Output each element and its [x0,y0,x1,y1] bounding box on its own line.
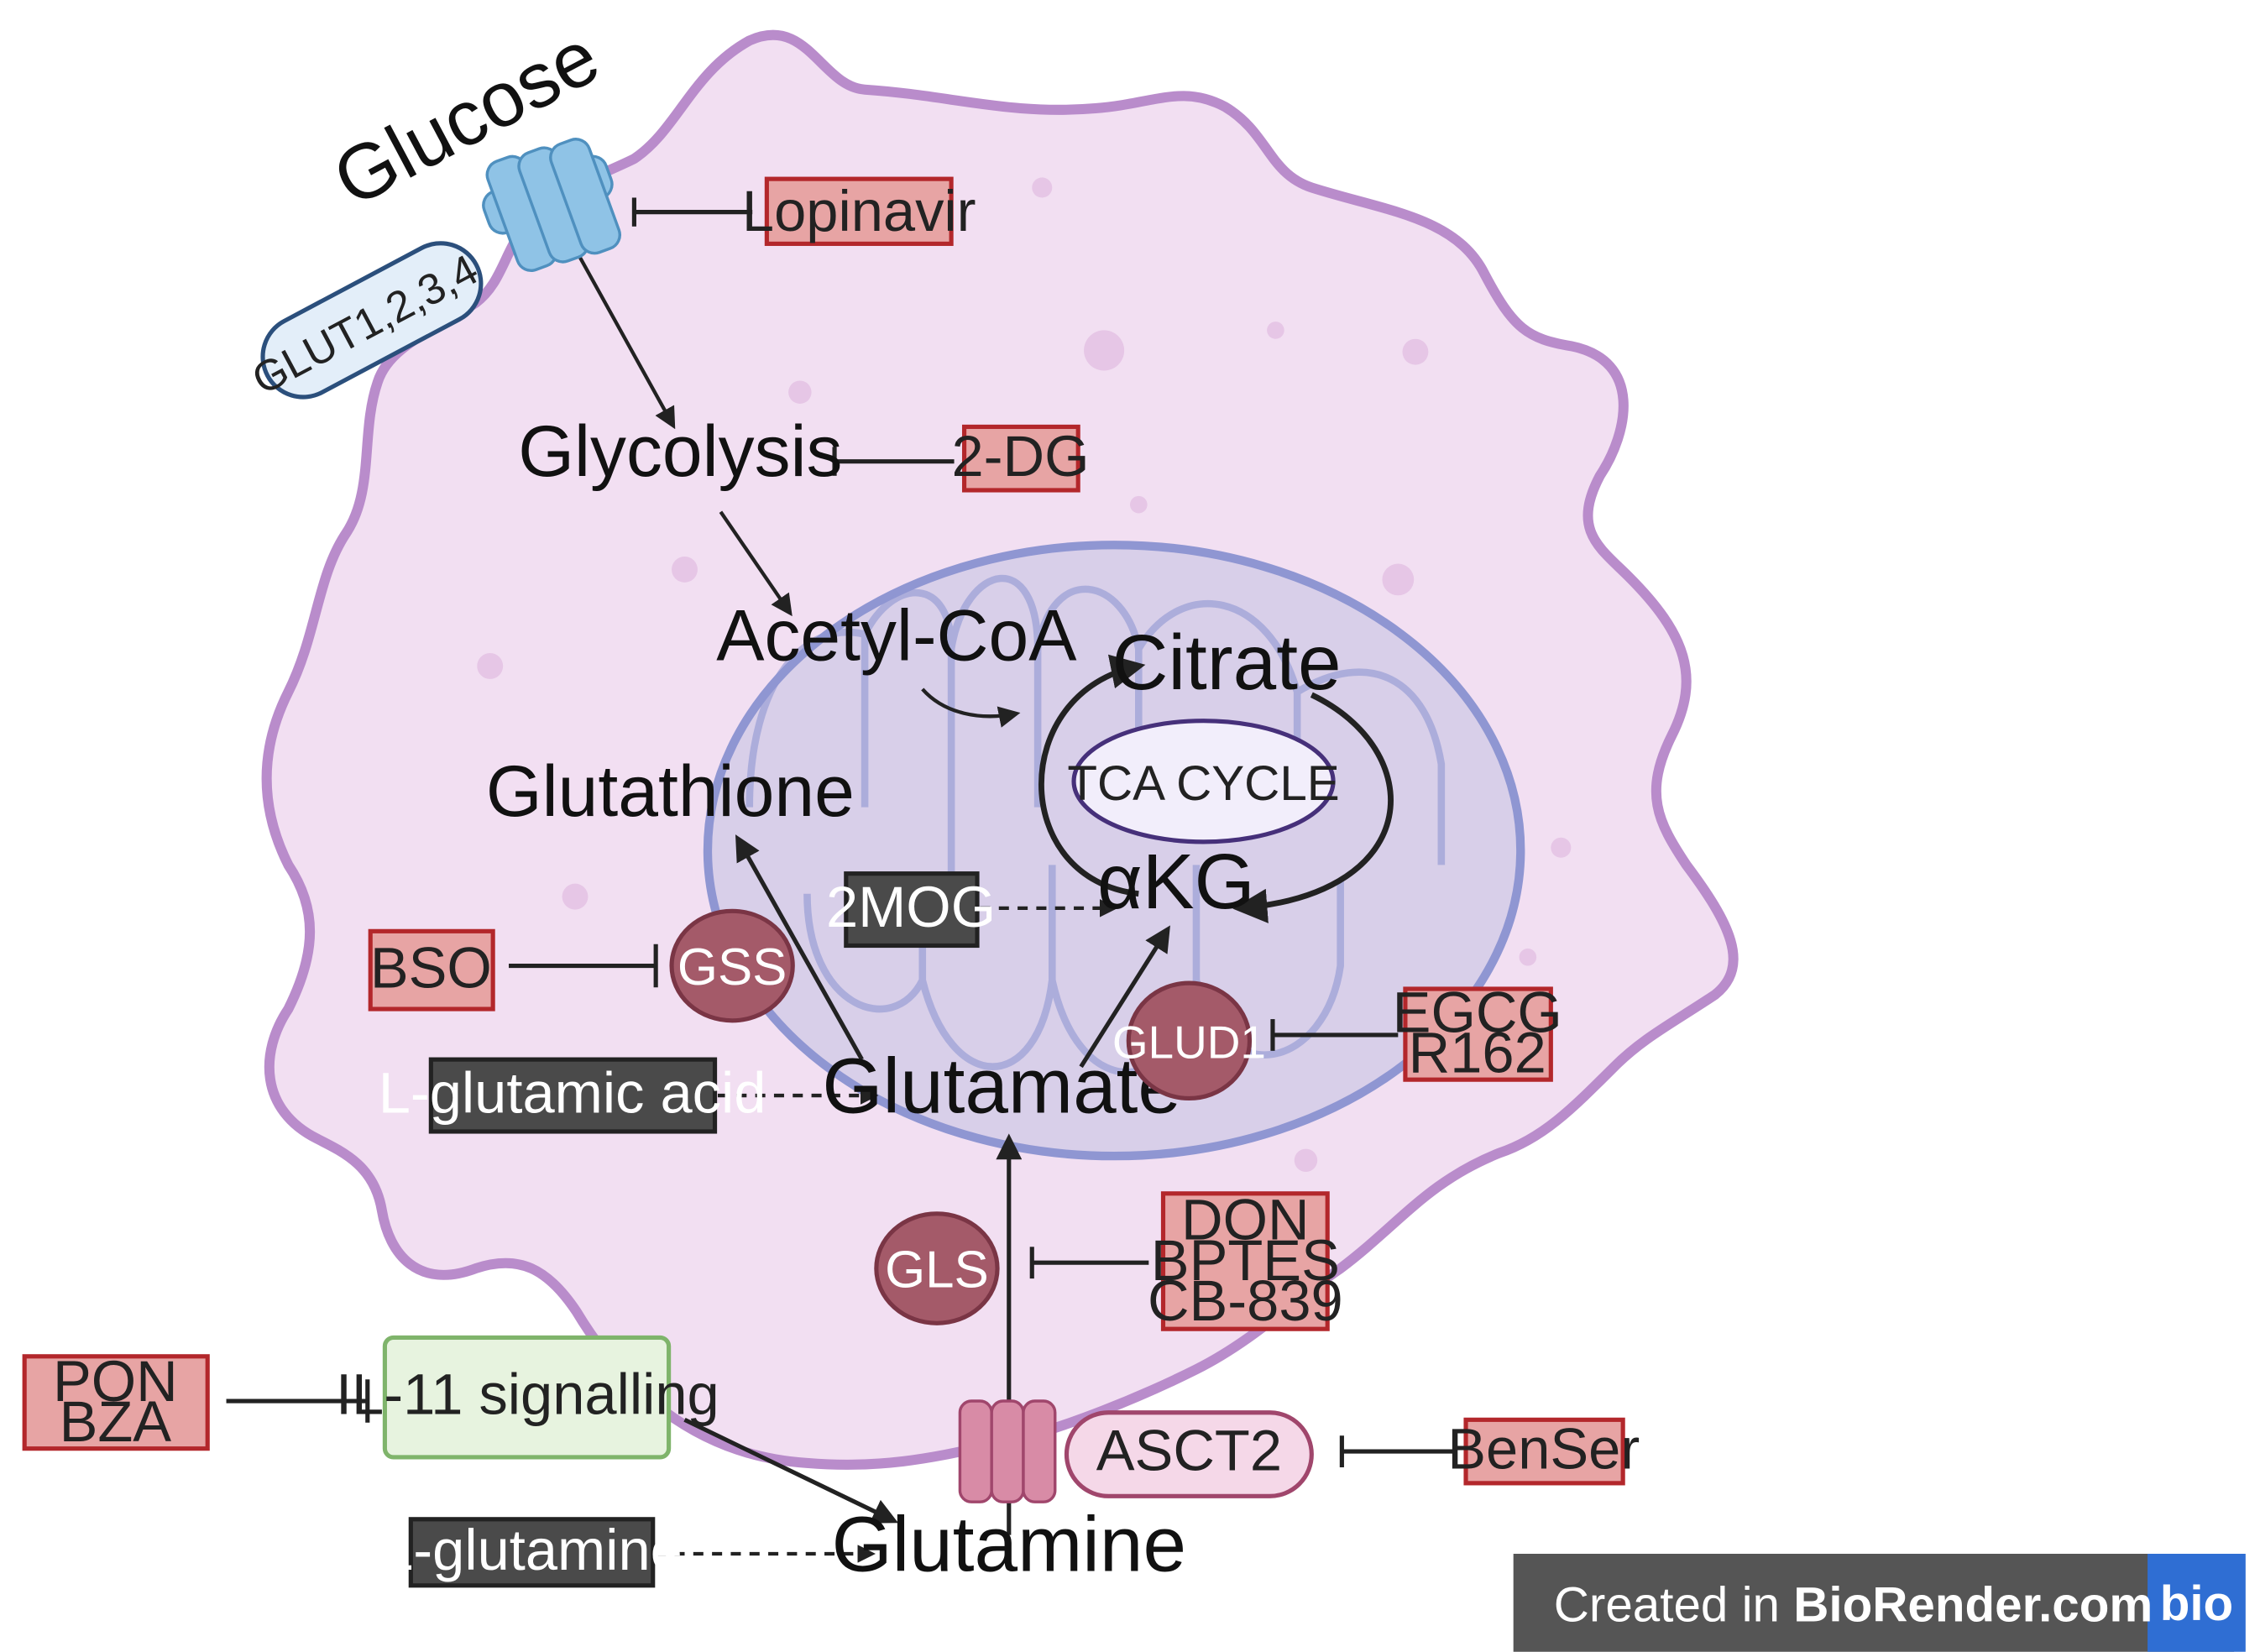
supplement-l-glutamine: L-glutamine [381,1517,683,1588]
l-glutamine-label: L-glutamine [381,1518,683,1582]
acetyl-coa-label: Acetyl-CoA [716,596,1077,677]
inhibitor-bso: BSO [368,928,495,1012]
tca-cycle: TCA CYCLE [1067,719,1340,844]
lopinavir-label: Lopinavir [742,179,976,243]
citrate-label: Citrate [1112,619,1342,706]
glutamine-label: Glutamine [832,1501,1186,1588]
glycolysis-label: Glycolysis [518,411,842,492]
akg-label: αKG [1097,838,1255,925]
glutathione-label: Glutathione [486,751,855,832]
2mog-label: 2MOG [826,875,996,939]
gls-label: GLS [885,1241,989,1299]
glud1-label: GLUD1 [1112,1016,1266,1068]
bza-label: BZA [60,1389,172,1454]
watermark-prefix: Created in [1554,1578,1793,1633]
inhibitor-lopinavir: Lopinavir [742,176,976,246]
enzyme-glud1: GLUD1 [1112,980,1266,1101]
vesicles [477,177,1572,1173]
2dg-label: 2-DG [952,424,1090,489]
bio-logo: bio [2160,1576,2234,1631]
don-label: DON [1181,1188,1310,1252]
il11-signalling-box: IL-11 signalling [336,1335,719,1460]
inhibitor-benser: BenSer [1447,1417,1640,1486]
gss-label: GSS [677,938,787,996]
inhibitor-don-bptes-cb839: DON BPTES CB-839 [1148,1188,1343,1333]
watermark-text: Created in BioRender.com [1554,1578,2153,1633]
bptes-label: BPTES [1151,1228,1340,1293]
inhibition-lines [226,197,1453,1467]
benser-label: BenSer [1447,1417,1640,1482]
inhibitor-egcg-r162: EGCG R162 [1393,980,1562,1085]
inhibitor-2dg: 2-DG [952,424,1090,493]
inhibitor-pon-bza: PON BZA [22,1349,210,1454]
asct2-transporter: ASCT2 [958,1399,1314,1503]
il11-label: IL-11 signalling [336,1362,719,1426]
tca-label: TCA CYCLE [1067,756,1339,811]
asct2-label: ASCT2 [1096,1418,1282,1482]
enzyme-gss: GSS [669,908,795,1023]
cb839-label: CB-839 [1148,1268,1343,1333]
pon-label: PON [53,1349,178,1414]
supplement-2mog: 2MOG [826,871,996,949]
watermark-brand: BioRender.com [1793,1578,2153,1633]
r162-label: R162 [1409,1021,1546,1085]
glutamate-label: Glutamate [822,1043,1181,1130]
l-glutamic-acid-label: L-glutamic acid [379,1061,766,1126]
supplement-l-glutamic-acid: L-glutamic acid [379,1057,766,1134]
bso-label: BSO [370,935,492,1000]
enzyme-gls: GLS [874,1211,1000,1325]
biorender-watermark: Created in BioRender.com bio [1513,1554,2246,1652]
egcg-label: EGCG [1393,980,1562,1045]
